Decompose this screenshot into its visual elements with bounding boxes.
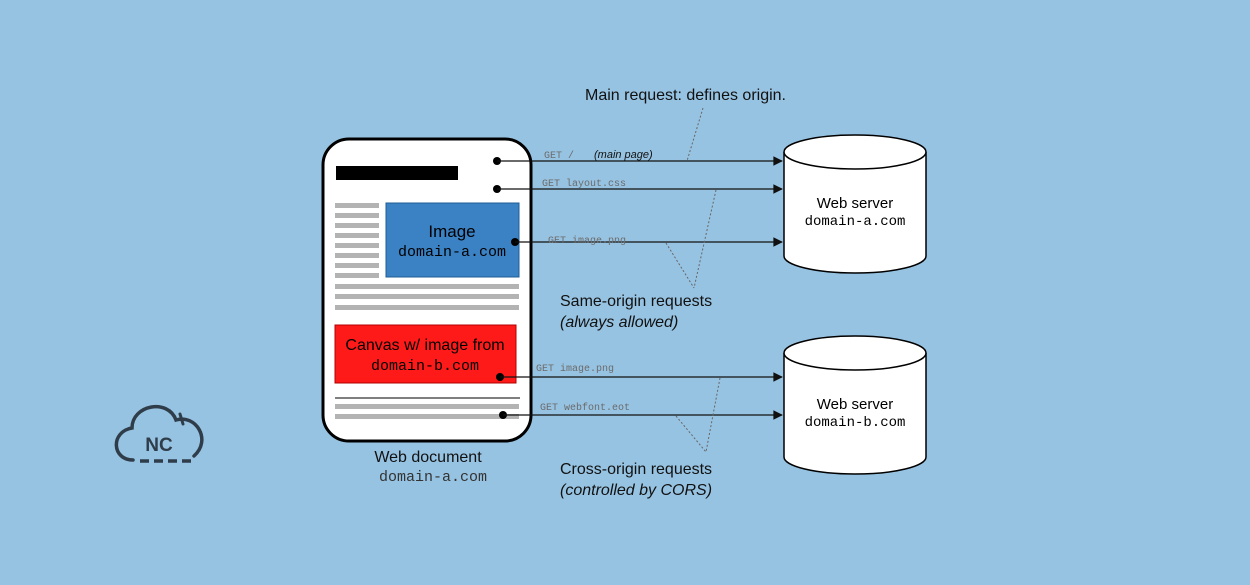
annotation-main-request: Main request: defines origin. [585,87,786,104]
image-box [385,202,520,278]
request-webfont: GET webfont.eot [499,402,783,420]
server-b: Web server domain-b.com [783,335,927,475]
canvas-box [334,324,517,384]
server-a-domain: domain-a.com [805,214,906,230]
server-b-domain: domain-b.com [805,415,906,431]
request-main-note: (main page) [594,149,653,161]
annotation-same-origin: Same-origin requests [560,293,712,310]
annotation-cross-origin-note: (controlled by CORS) [560,482,712,499]
canvas-box-domain: domain-b.com [371,358,479,375]
annotation-leaders [665,107,721,453]
nc-cloud-icon: NC [114,404,204,463]
annotation-cross-origin: Cross-origin requests [560,461,712,478]
annotation-same-origin-note: (always allowed) [560,314,678,331]
server-a: Web server domain-a.com [783,134,927,274]
request-layout-css-label: GET layout.css [542,178,626,190]
image-box-label: Image [428,222,475,241]
request-main-page: GET / (main page) [493,149,783,166]
server-b-label: Web server [817,396,893,413]
document-header-bar [336,166,458,180]
request-layout-css: GET layout.css [493,178,783,194]
document-domain: domain-a.com [379,469,487,486]
text-lines-lower [335,404,519,419]
request-image-a: GET image.png [511,235,783,247]
canvas-box-label: Canvas w/ image from [345,337,504,354]
server-a-label: Web server [817,195,893,212]
document-label: Web document [374,449,482,466]
request-image-b: GET image.png [496,363,783,382]
image-box-domain: domain-a.com [398,244,506,261]
request-image-b-label: GET image.png [536,363,614,375]
logo-text: NC [145,435,173,456]
text-lines-upper [335,203,519,310]
document-frame [321,137,533,443]
request-image-a-label: GET image.png [548,235,626,247]
request-webfont-label: GET webfont.eot [540,402,630,414]
web-document: Image domain-a.com Canvas w/ image from … [321,137,533,486]
request-main-method: GET / [544,150,574,162]
